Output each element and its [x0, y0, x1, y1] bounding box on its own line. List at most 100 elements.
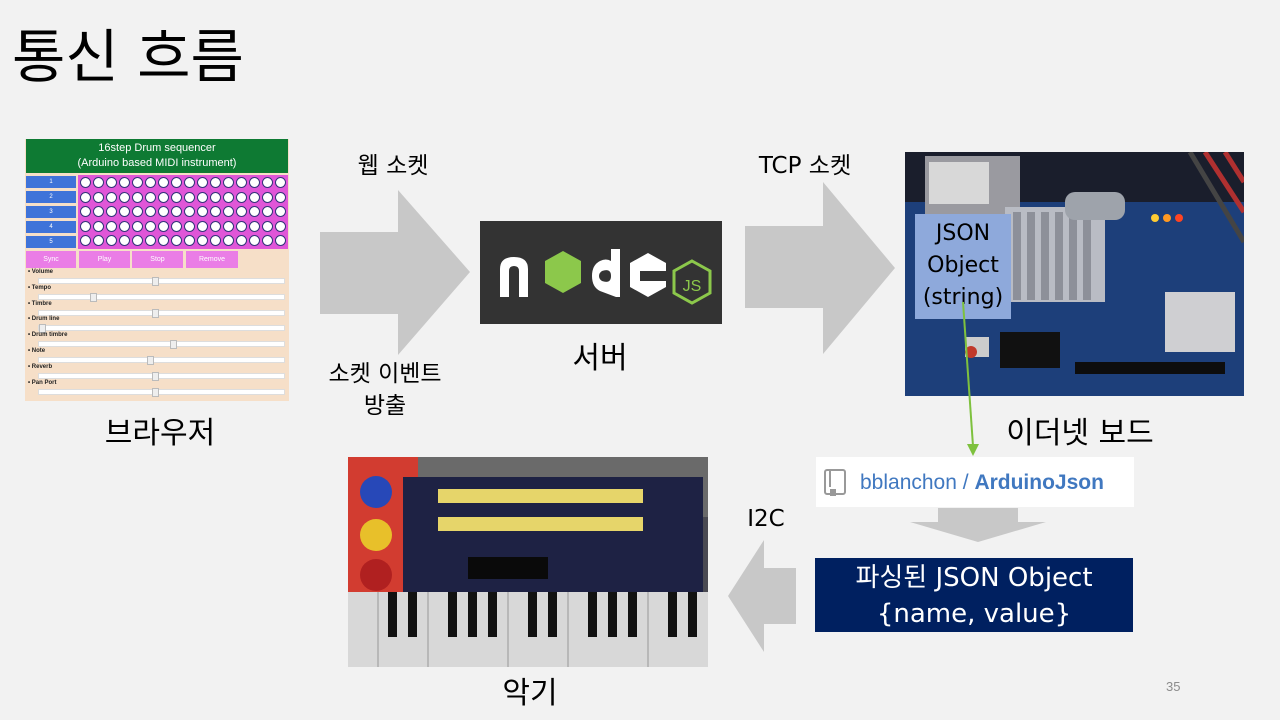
step-buttons — [78, 175, 288, 249]
step-button — [184, 191, 195, 203]
step-button — [236, 220, 247, 232]
step-button — [106, 206, 117, 217]
parameter-row: • Volume — [28, 269, 285, 286]
tcp-socket-label: TCP 소켓 — [758, 153, 852, 179]
step-button — [197, 191, 208, 203]
step-button — [158, 177, 169, 188]
socket-event-label: 소켓 이벤트 — [328, 361, 442, 387]
step-button — [223, 220, 234, 232]
step-button — [184, 220, 195, 232]
slider-handle — [152, 308, 159, 318]
step-button — [249, 191, 260, 203]
parameter-label: • Reverb — [28, 363, 53, 370]
step-button — [106, 220, 117, 232]
step-button — [262, 235, 273, 246]
step-button — [210, 206, 221, 217]
step-button — [80, 177, 91, 188]
step-button — [93, 220, 104, 232]
nodejs-logo-icon: JS — [500, 249, 712, 305]
step-button — [93, 191, 104, 203]
step-button — [93, 177, 104, 188]
step-button — [197, 235, 208, 246]
step-button — [171, 220, 182, 232]
step-button — [158, 220, 169, 232]
parameter-row: • Drum line — [28, 316, 285, 334]
step-button — [119, 206, 130, 217]
step-button — [106, 177, 117, 188]
step-button — [210, 235, 221, 246]
step-button — [236, 177, 247, 188]
row-label: 5 — [26, 236, 76, 248]
parameter-slider — [38, 277, 285, 286]
repo-separator: / — [956, 471, 975, 494]
step-button — [275, 220, 286, 232]
sequencer-subtitle: (Arduino based MIDI instrument) — [77, 157, 237, 169]
repo-owner: bblanchon — [860, 471, 957, 494]
parsed-line-1: 파싱된 JSON Object — [855, 563, 1093, 593]
step-button — [158, 191, 169, 203]
step-button — [119, 177, 130, 188]
svg-text:JS: JS — [683, 278, 702, 295]
sequencer-title: 16step Drum sequencer — [98, 142, 216, 154]
parameter-row: • Note — [28, 348, 285, 365]
parameter-slider — [38, 371, 285, 381]
sync-button: Sync — [26, 251, 76, 268]
parameter-label: • Pan Port — [28, 379, 57, 386]
parameter-slider — [38, 308, 285, 318]
server-caption: 서버 — [572, 341, 628, 376]
step-button — [275, 191, 286, 203]
tcp-arrow — [745, 182, 895, 354]
step-button — [262, 220, 273, 232]
step-button — [236, 191, 247, 203]
step-button — [249, 177, 260, 188]
step-button — [223, 206, 234, 217]
step-button — [80, 235, 91, 246]
step-button — [80, 220, 91, 232]
i2c-arrow — [728, 540, 796, 652]
browser-caption: 브라우저 — [104, 416, 216, 451]
step-button — [262, 177, 273, 188]
step-button — [145, 177, 156, 188]
parameter-slider — [38, 292, 285, 302]
parameter-row: • Reverb — [28, 363, 285, 381]
step-button — [171, 177, 182, 188]
step-button — [106, 191, 117, 203]
slider-handle — [152, 387, 159, 397]
step-button — [184, 177, 195, 188]
slider-handle — [152, 277, 159, 286]
parameter-slider — [38, 387, 285, 397]
step-button — [93, 235, 104, 246]
parameter-slider — [38, 324, 285, 334]
step-button — [249, 206, 260, 217]
slider-handle — [39, 324, 46, 334]
arduinojson-library-badge: bblanchon / ArduinoJson — [816, 457, 1134, 507]
repo-title: ArduinoJson — [974, 471, 1104, 494]
step-button — [145, 235, 156, 246]
step-button — [132, 235, 143, 246]
instrument-image — [348, 457, 708, 667]
row-label: 3 — [26, 206, 76, 218]
socket-event-label-2: 방출 — [363, 393, 407, 419]
step-grid: 1 2 3 4 5 — [25, 175, 289, 249]
ethernet-board-caption: 이더넷 보드 — [1006, 416, 1154, 451]
step-button — [119, 235, 130, 246]
parameter-slider — [38, 356, 285, 365]
step-button — [223, 177, 234, 188]
page-number: 35 — [1166, 679, 1181, 694]
step-button — [132, 220, 143, 232]
slider-handle — [170, 340, 177, 350]
step-button — [171, 206, 182, 217]
parameter-label: • Tempo — [28, 284, 51, 291]
parameter-label: • Drum timbre — [28, 332, 68, 339]
step-button — [158, 235, 169, 246]
repo-name: bblanchon / ArduinoJson — [860, 471, 1104, 495]
step-button — [80, 206, 91, 217]
step-button — [249, 235, 260, 246]
step-button — [197, 177, 208, 188]
parameter-label: • Volume — [28, 269, 53, 275]
websocket-arrow — [320, 190, 470, 355]
nodejs-logo: JS — [480, 221, 722, 324]
parameter-label: • Drum line — [28, 316, 60, 323]
instrument-caption: 악기 — [502, 676, 558, 711]
websocket-label: 웹 소켓 — [357, 153, 429, 179]
